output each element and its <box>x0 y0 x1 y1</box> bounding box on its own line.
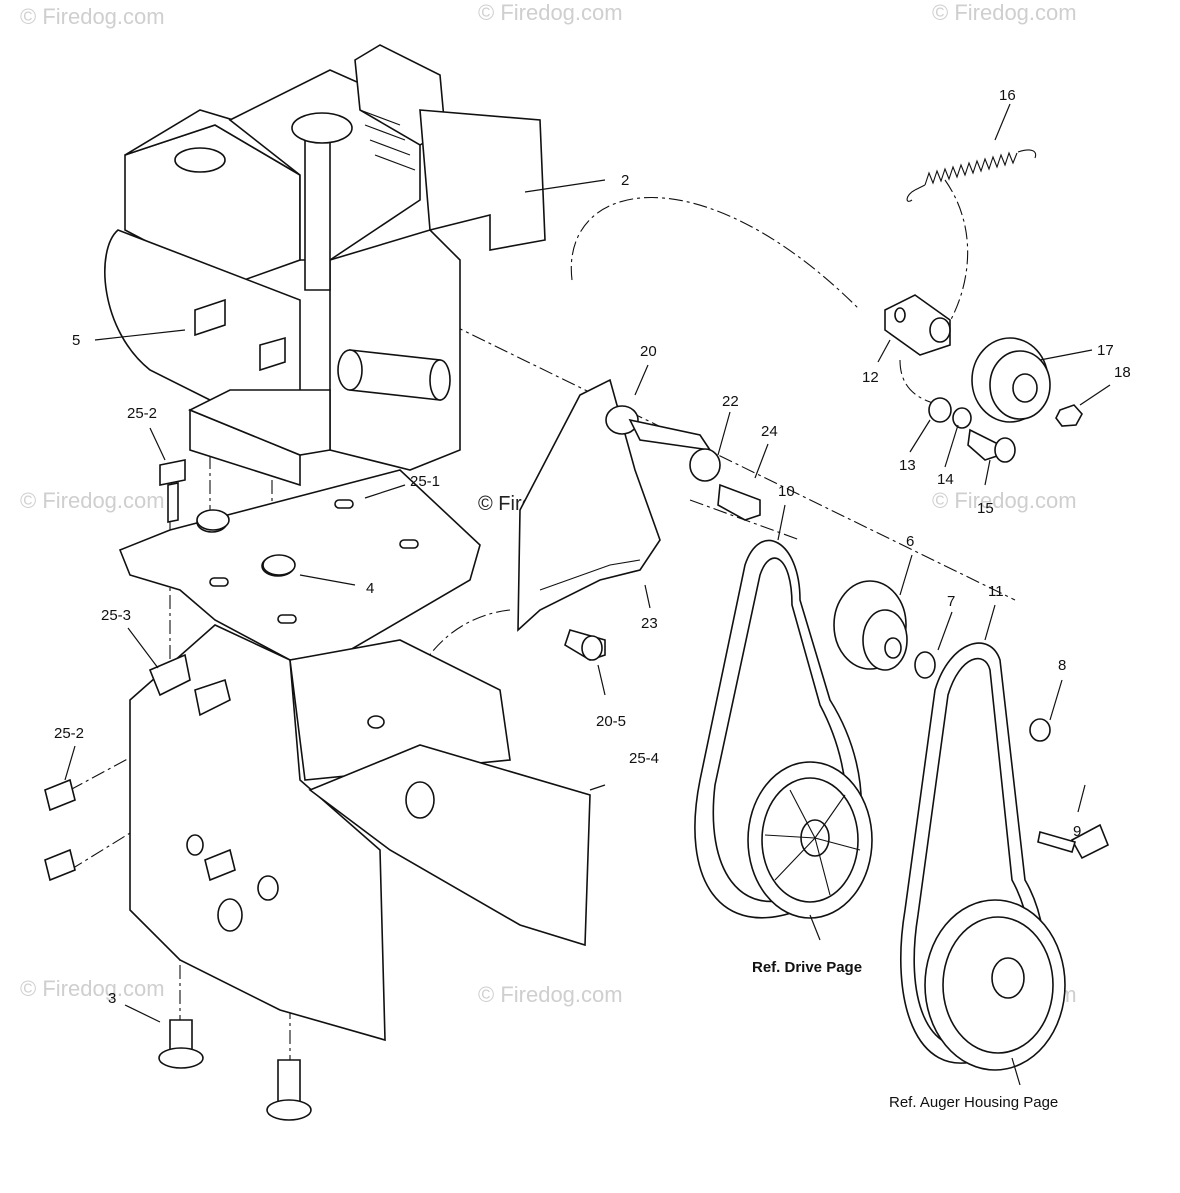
callout-25-2-top: 25-2 <box>127 405 157 422</box>
ref-auger-housing-page: Ref. Auger Housing Page <box>889 1094 1058 1111</box>
watermark-top-right: © Firedog.com <box>932 0 1077 25</box>
watermark-bottom-left: © Firedog.com <box>20 976 165 1001</box>
callout-2: 2 <box>621 172 629 189</box>
callout-25-2-bottom: 25-2 <box>54 725 84 742</box>
spring <box>906 149 1037 202</box>
callout-23: 23 <box>641 615 658 632</box>
reference-labels: Ref. Drive Page Ref. Auger Housing Page <box>752 959 1058 1111</box>
belt-cover-bracket <box>517 378 761 661</box>
callout-24: 24 <box>761 423 778 440</box>
watermark-top-center: © Firedog.com <box>478 0 623 25</box>
callout-12: 12 <box>862 369 879 386</box>
leader-lines <box>64 103 1111 1086</box>
watermark-top-left: © Firedog.com <box>20 4 165 29</box>
callout-14: 14 <box>937 471 954 488</box>
watermark-mid-left: © Firedog.com <box>20 488 165 513</box>
callout-4: 4 <box>366 580 374 597</box>
callout-15: 15 <box>977 500 994 517</box>
drive-pulleys <box>694 539 1066 1071</box>
callout-10: 10 <box>778 483 795 500</box>
callout-9: 9 <box>1073 823 1081 840</box>
callout-20: 20 <box>640 343 657 360</box>
callout-8: 8 <box>1058 657 1066 674</box>
callout-18: 18 <box>1114 364 1131 381</box>
watermark-mid-right: © Firedog.com <box>932 488 1077 513</box>
callout-25-3: 25-3 <box>101 607 131 624</box>
ref-drive-page: Ref. Drive Page <box>752 959 862 976</box>
callout-11: 11 <box>988 583 1004 600</box>
callout-16: 16 <box>999 87 1016 104</box>
watermark-bottom-center: © Firedog.com <box>478 982 623 1007</box>
callout-17: 17 <box>1097 342 1114 359</box>
callout-7: 7 <box>947 593 955 610</box>
bolts <box>44 459 1110 1121</box>
engine <box>104 44 546 487</box>
callout-20-5: 20-5 <box>596 713 626 730</box>
lower-frame <box>129 624 591 1042</box>
callout-22: 22 <box>722 393 739 410</box>
callouts: 2 5 25-2 25-1 4 25-3 25-2 25-4 3 20-5 23… <box>54 87 1131 1007</box>
callout-3: 3 <box>108 990 116 1007</box>
callout-6: 6 <box>906 533 914 550</box>
callout-5: 5 <box>72 332 80 349</box>
callout-25-1: 25-1 <box>410 473 440 490</box>
callout-25-4: 25-4 <box>629 750 659 767</box>
idler-assembly <box>884 294 1083 463</box>
callout-13: 13 <box>899 457 916 474</box>
